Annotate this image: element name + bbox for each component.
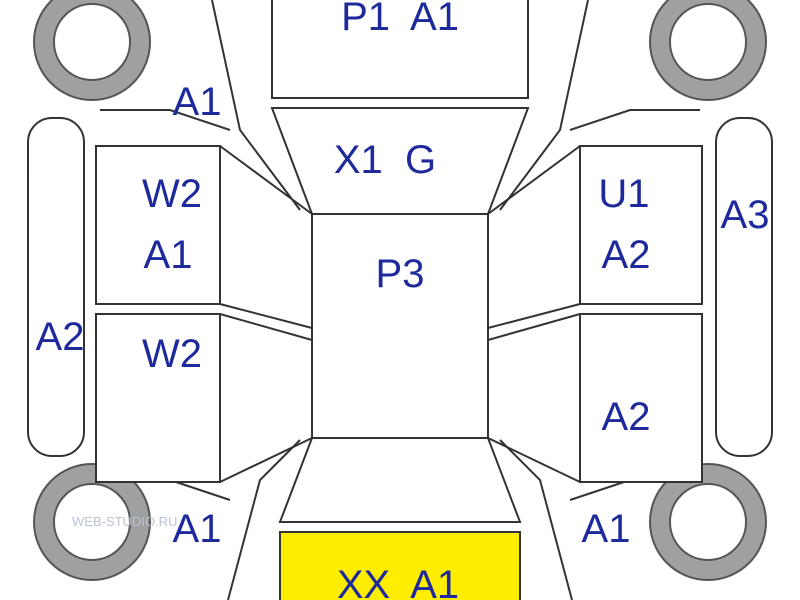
rear-left-wheel — [33, 463, 151, 581]
right-sill-label: A3 — [721, 193, 770, 237]
left-front-door-label: W2 — [142, 172, 202, 216]
right-sill-panel — [715, 117, 773, 457]
left-sill-panel — [27, 117, 85, 457]
left-pillars — [219, 145, 313, 483]
rear-window-panel — [278, 437, 522, 523]
right-rear-door-label: A2 — [602, 395, 651, 439]
rear-bumper-label: XX A1 — [337, 563, 459, 600]
windshield-label: X1 G — [334, 138, 436, 182]
roof-front-label: P1 A1 — [341, 0, 459, 39]
left-rear-fender-label: A1 — [173, 507, 222, 551]
left-sill-label: A2 — [36, 315, 85, 359]
right-front-door-panel — [579, 145, 703, 305]
front-right-wheel — [649, 0, 767, 101]
left-front-fender-label: A1 — [173, 80, 222, 124]
left-rear-door-label: W2 — [142, 332, 202, 376]
left-rear-door-panel — [95, 313, 221, 483]
center-panel — [311, 213, 489, 439]
body-outline-right — [499, 0, 700, 600]
roof-front-panel — [271, 0, 529, 99]
center-label: P3 — [376, 252, 425, 296]
rear-right-wheel — [649, 463, 767, 581]
right-front-door-label-2: A2 — [602, 233, 651, 277]
rear-bumper-panel — [279, 531, 521, 600]
front-left-wheel — [33, 0, 151, 101]
body-outline-left — [100, 0, 301, 600]
watermark: WEB-STUDIO.RU — [72, 514, 177, 529]
right-rear-door-panel — [579, 313, 703, 483]
right-rear-fender-label: A1 — [582, 507, 631, 551]
right-front-door-label: U1 — [598, 172, 649, 216]
right-pillars — [487, 145, 581, 483]
left-front-door-label-2: A1 — [144, 233, 193, 277]
left-front-door-panel — [95, 145, 221, 305]
